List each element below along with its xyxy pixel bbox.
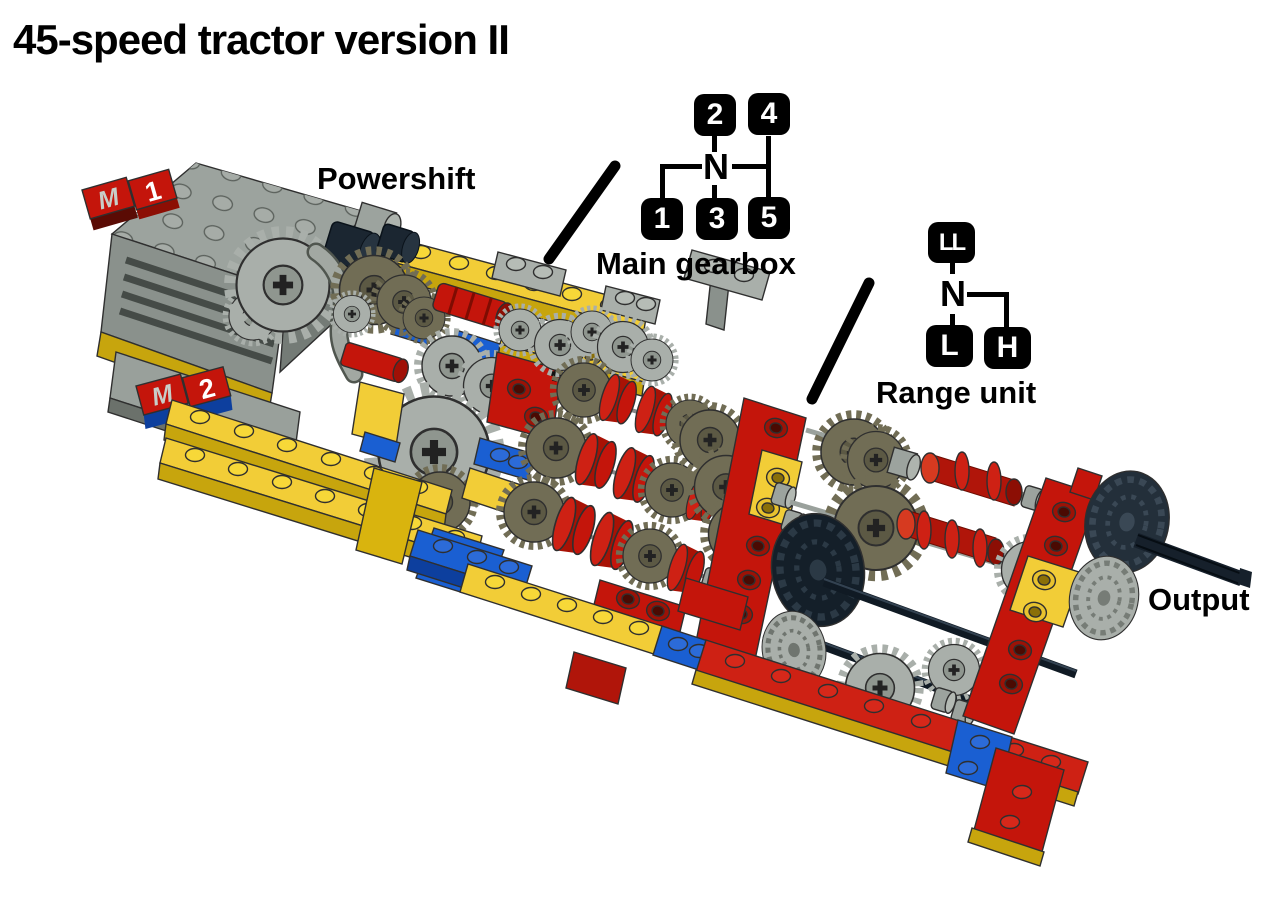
output-axle xyxy=(1133,532,1252,588)
shift-box-l: L xyxy=(926,325,973,367)
pattern-line xyxy=(732,164,768,169)
pointer-line-range-unit xyxy=(806,277,875,405)
pattern-line xyxy=(766,136,771,200)
red-coupling xyxy=(340,342,409,384)
frame-beams xyxy=(355,467,1089,867)
shift-box-h: H xyxy=(984,327,1031,369)
pattern-line xyxy=(712,185,717,200)
gray-plate-post xyxy=(683,249,771,331)
shift-box-3: 3 xyxy=(696,198,738,240)
m2-digit: 2 xyxy=(196,372,218,405)
red-drive-drum xyxy=(896,508,1005,568)
red-drive-drum xyxy=(920,451,1023,507)
range-unit-right-wall xyxy=(962,477,1099,735)
shift-neutral-main: N xyxy=(703,146,729,187)
pattern-line xyxy=(950,314,955,325)
shift-box-1: 1 xyxy=(641,198,683,240)
pattern-line xyxy=(660,164,665,200)
pattern-line xyxy=(967,292,1009,297)
label-range-unit: Range unit xyxy=(876,375,1037,410)
shift-pattern-main-gearbox: 2 4 N 1 3 5 xyxy=(640,93,800,245)
label-output: Output xyxy=(1148,582,1250,617)
shift-pattern-range-unit: LL N L H xyxy=(925,217,1037,373)
pattern-line xyxy=(712,135,717,152)
motor-port-m1-tile: M 1 xyxy=(81,168,180,231)
output-assembly xyxy=(1062,463,1252,646)
main-gearbox-gears xyxy=(495,305,777,599)
label-powershift: Powershift xyxy=(317,161,476,196)
page-title: 45-speed tractor version II xyxy=(13,16,510,63)
shift-box-2: 2 xyxy=(694,94,736,136)
pattern-line xyxy=(660,164,702,169)
shift-neutral-range: N xyxy=(940,273,966,314)
pattern-line xyxy=(950,263,955,274)
label-main-gearbox: Main gearbox xyxy=(596,246,796,281)
pointer-line-main-gearbox xyxy=(543,160,621,265)
pattern-line xyxy=(1004,292,1009,329)
black-drum xyxy=(375,223,421,264)
powershift-clutch xyxy=(225,201,549,384)
shift-box-4: 4 xyxy=(748,93,790,135)
shift-box-5: 5 xyxy=(748,197,790,239)
shift-box-ll: LL xyxy=(928,222,975,263)
